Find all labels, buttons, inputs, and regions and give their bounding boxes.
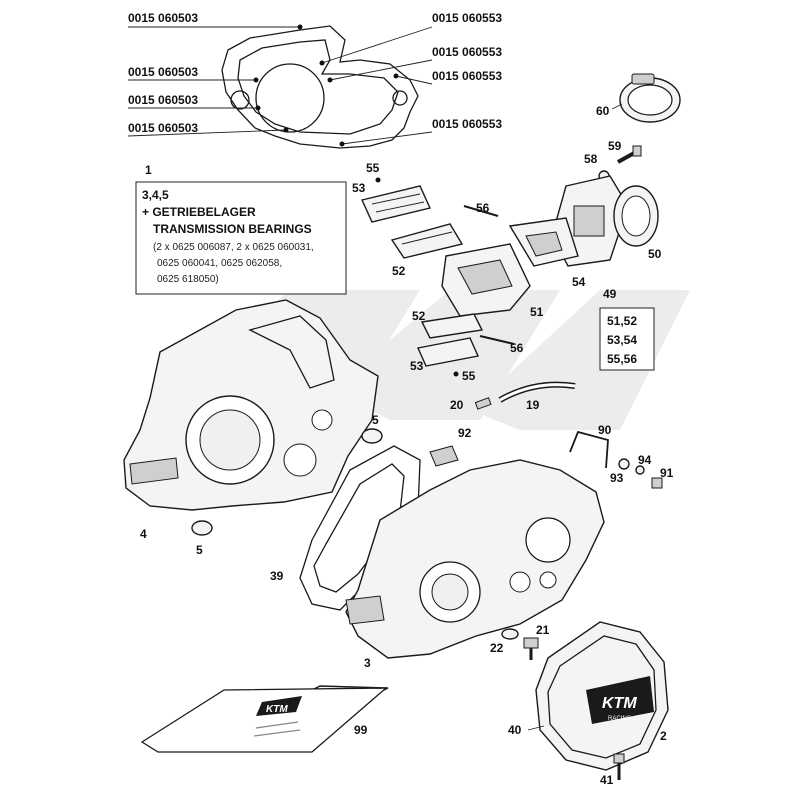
callout-56b: 56 xyxy=(510,341,524,355)
callout-41: 41 xyxy=(600,773,614,787)
bearing-5-upper xyxy=(361,428,383,444)
manual-99: KTM xyxy=(140,685,389,753)
callout-39: 39 xyxy=(270,569,284,583)
screw-55b xyxy=(453,371,459,377)
callout-3: 3 xyxy=(364,656,371,670)
callout-52a: 52 xyxy=(392,264,406,278)
bolt-41 xyxy=(613,753,625,780)
reed-petals-upper xyxy=(361,185,464,259)
callout-58: 58 xyxy=(584,152,598,166)
screw-91 xyxy=(651,477,663,489)
kit-box-line-4: (2 x 0625 006087, 2 x 0625 060031, xyxy=(153,242,314,253)
group-box-line-1: 51,52 xyxy=(607,314,637,328)
callout-21: 21 xyxy=(536,623,550,637)
callout-91: 91 xyxy=(660,466,674,480)
callout-94: 94 xyxy=(638,453,652,467)
washer-93 xyxy=(618,458,630,470)
intake-flange xyxy=(551,175,659,267)
cover-logo-subtext: RACING xyxy=(608,716,632,722)
group-box-line-2: 53,54 xyxy=(607,333,637,347)
cover-logo-text: KTM xyxy=(602,695,637,712)
callout-2: 2 xyxy=(660,729,667,743)
callout-53a: 53 xyxy=(352,181,366,195)
callout-5a: 5 xyxy=(372,413,379,427)
callout-19: 19 xyxy=(526,398,540,412)
kit-box-line-1: 3,4,5 xyxy=(142,188,169,202)
screw-55 xyxy=(375,177,381,183)
callout-90: 90 xyxy=(598,423,612,437)
callout-59: 59 xyxy=(608,139,622,153)
callout-92: 92 xyxy=(458,426,472,440)
callout-22: 22 xyxy=(490,641,504,655)
callout-51: 51 xyxy=(530,305,544,319)
callout-55b: 55 xyxy=(462,369,476,383)
clip-90 xyxy=(569,430,609,469)
part-number-6: 0015 060503 xyxy=(128,93,198,107)
callout-52b: 52 xyxy=(412,309,426,323)
cylinder-base-gasket xyxy=(221,25,419,149)
part-number-8: 0015 060553 xyxy=(432,117,502,131)
group-box-line-3: 55,56 xyxy=(607,352,637,366)
callout-4: 4 xyxy=(140,527,147,541)
reed-spacer-54 xyxy=(508,217,579,267)
callout-1: 1 xyxy=(145,163,152,177)
right-crankcase-half xyxy=(345,459,605,659)
nipple-20 xyxy=(474,397,492,410)
kit-box-frame xyxy=(135,181,347,295)
part-number-2: 0015 060553 xyxy=(432,11,502,25)
callout-49: 49 xyxy=(603,287,617,301)
callout-50: 50 xyxy=(648,247,662,261)
reed-petals-lower-53 xyxy=(417,337,479,367)
callout-20: 20 xyxy=(450,398,464,412)
kit-box-line-3: TRANSMISSION BEARINGS xyxy=(153,222,312,236)
part-number-1: 0015 060503 xyxy=(128,11,198,25)
kit-box-line-2: + GETRIEBELAGER xyxy=(142,205,256,219)
pin-56b xyxy=(479,335,515,345)
bearing-5-lower xyxy=(191,520,213,536)
seal-washer-22 xyxy=(501,628,519,640)
cover-logo-badge xyxy=(586,676,654,724)
o-ring-94 xyxy=(635,465,645,475)
hose-clamp xyxy=(611,73,681,123)
manual-logo-text: KTM xyxy=(266,704,288,715)
callout-55a: 55 xyxy=(366,161,380,175)
part-number-3: 0015 060553 xyxy=(432,45,502,59)
part-number-7: 0015 060503 xyxy=(128,121,198,135)
reed-block xyxy=(441,243,531,317)
callout-40: 40 xyxy=(508,723,522,737)
kit-box-line-5: 0625 060041, 0625 062058, xyxy=(157,258,282,269)
callout-54: 54 xyxy=(572,275,586,289)
gasket-leaders xyxy=(127,24,433,147)
left-crankcase-half xyxy=(123,299,379,511)
part-number-5: 0015 060553 xyxy=(432,69,502,83)
pad-92 xyxy=(429,445,459,467)
callout-93: 93 xyxy=(610,471,624,485)
clutch-cover-2: KTM RACING xyxy=(535,621,669,771)
drain-plug-21 xyxy=(523,637,539,660)
pin-56 xyxy=(463,205,499,217)
group-box-frame xyxy=(599,307,655,371)
callout-99: 99 xyxy=(354,723,368,737)
callout-56a: 56 xyxy=(476,201,490,215)
reed-petals-lower-52 xyxy=(420,313,484,339)
part-number-4: 0015 060503 xyxy=(128,65,198,79)
kit-box-line-6: 0625 618050) xyxy=(157,274,219,285)
callout-53b: 53 xyxy=(410,359,424,373)
callout-60: 60 xyxy=(596,104,610,118)
callout-5b: 5 xyxy=(196,543,203,557)
bolt-59 xyxy=(617,145,642,164)
